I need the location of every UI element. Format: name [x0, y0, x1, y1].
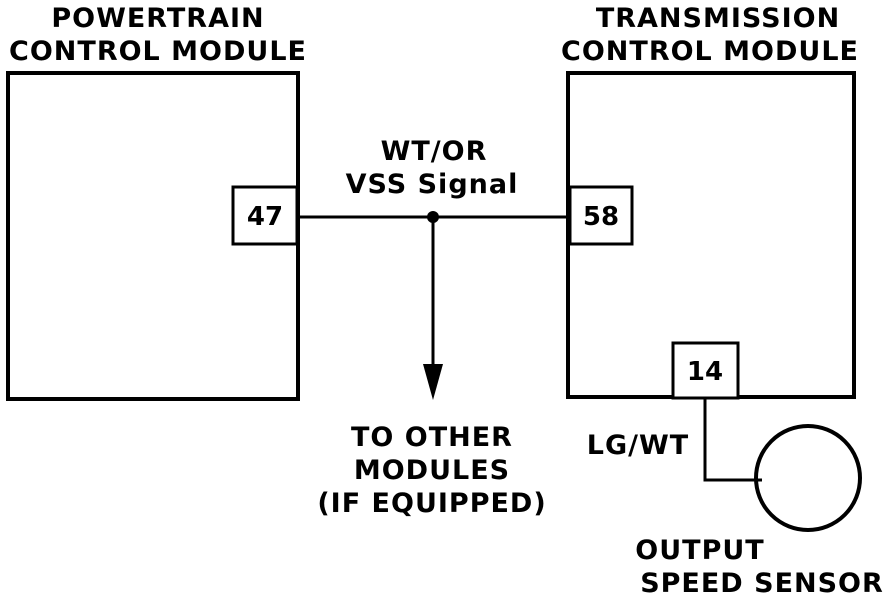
- sensor-wire: [703, 398, 762, 482]
- tcm-signal-pin-label: 58: [583, 202, 619, 232]
- vss-signal-label: VSS Signal: [346, 169, 519, 200]
- pcm-pin-box: [231, 185, 299, 246]
- tcm-signal-pin-box: [568, 185, 634, 246]
- tcm-title-line1: TRANSMISSION: [596, 3, 840, 34]
- sensor-label-line1: OUTPUT: [635, 535, 764, 566]
- vss-wire-color-label: WT/OR: [381, 136, 488, 167]
- branch-arrow-icon: [423, 364, 443, 400]
- tcm-sensor-pin-box: [671, 341, 740, 400]
- branch-label-line2: MODULES: [354, 455, 510, 486]
- tcm-sensor-pin-label: 14: [687, 357, 723, 387]
- tcm-title-line2: CONTROL MODULE: [561, 36, 859, 67]
- branch-label-line1: TO OTHER: [351, 422, 513, 453]
- sensor-label-line2: SPEED SENSOR: [640, 568, 884, 599]
- pcm-title-line1: POWERTRAIN: [51, 3, 264, 34]
- pcm-pin-label: 47: [247, 202, 283, 232]
- pcm-title-line2: CONTROL MODULE: [9, 36, 307, 67]
- branch-label-line3: (IF EQUIPPED): [317, 488, 546, 519]
- sensor-wire-color-label: LG/WT: [587, 430, 689, 461]
- speed-sensor-icon: [754, 424, 862, 532]
